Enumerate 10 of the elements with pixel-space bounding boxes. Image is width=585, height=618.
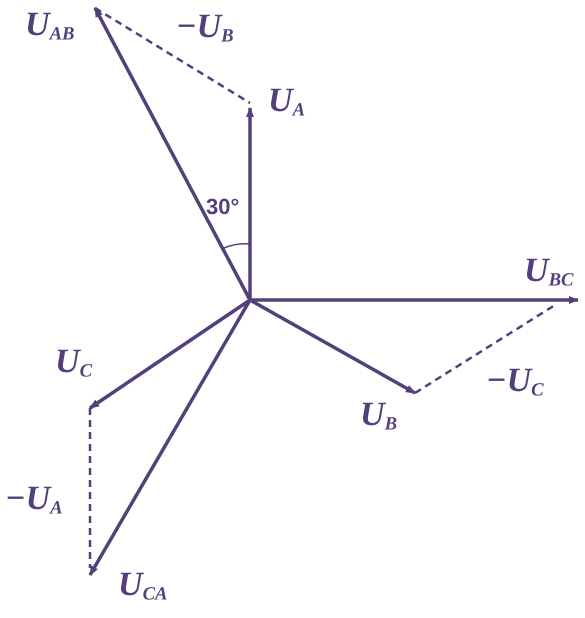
phasor-label: U$_{B}$	[360, 398, 398, 434]
phasor-label: −U$_{A}$	[5, 482, 63, 518]
phasor-label: U$_{C}$	[55, 345, 92, 382]
angle-label: 30°	[206, 196, 240, 218]
phasor-label: U$_{BC}$	[524, 254, 574, 290]
phasor-label: −U$_{B}$	[176, 10, 234, 46]
phasor-label: −U$_{C}$	[486, 364, 544, 400]
phasor-label: U$_{CA}$	[118, 568, 168, 604]
phasor-label: U$_{A}$	[268, 84, 306, 120]
phasor-label: U$_{AB}$	[25, 8, 74, 44]
